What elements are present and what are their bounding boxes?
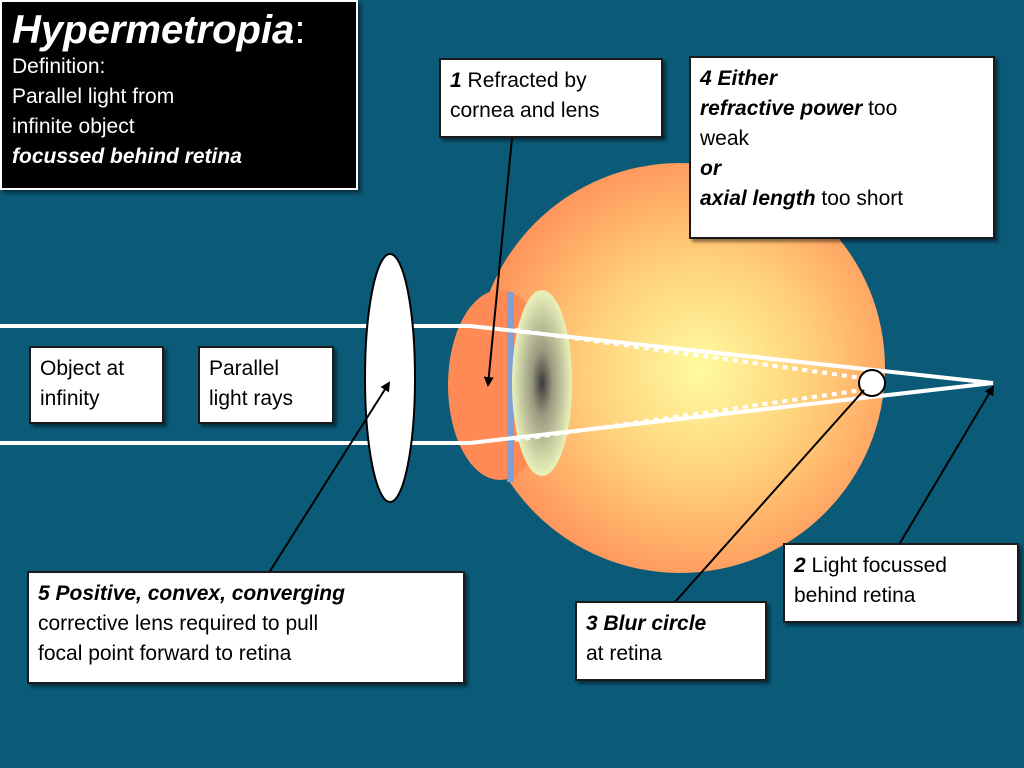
label-5-line-3: focal point forward to retina — [38, 642, 292, 665]
definition-line-3: infinite object — [12, 115, 135, 138]
dotted-ray-top — [514, 328, 863, 380]
pointer-arrow-3 — [674, 389, 865, 603]
label-5-corrective-lens: 5 Positive, convex, converging correctiv… — [27, 571, 465, 684]
dotted-ray-bottom — [514, 388, 863, 442]
label-object-at-infinity: Object at infinity — [29, 346, 164, 424]
label-4-either: 4 Either refractive power too weak or ax… — [689, 56, 995, 239]
diagram-title: Hypermetropia — [12, 8, 295, 52]
label-5-title: 5 Positive, convex, converging — [38, 582, 345, 605]
parallel-line-1: Parallel — [209, 357, 280, 380]
label-1-text-1: Refracted by — [461, 69, 587, 92]
label-4-weak: weak — [700, 127, 750, 150]
object-line-2: infinity — [40, 387, 100, 410]
title-colon: : — [294, 8, 306, 52]
definition-label: Definition: — [12, 55, 106, 78]
label-3-text: at retina — [586, 642, 662, 665]
pointer-arrow-1 — [483, 137, 513, 387]
definition-line-4: focussed behind retina — [12, 145, 242, 168]
crystalline-lens — [512, 290, 572, 476]
label-4-or: or — [700, 157, 721, 180]
label-5-line-2: corrective lens required to pull — [38, 612, 319, 635]
definition-line-2: Parallel light from — [12, 85, 175, 108]
label-2-text-1: Light focussed — [805, 554, 947, 577]
label-2-text-2: behind retina — [794, 584, 916, 607]
label-parallel-light-rays: Parallel light rays — [198, 346, 334, 424]
label-1-text-2: cornea and lens — [450, 99, 600, 122]
blur-circle — [858, 369, 886, 397]
pointer-arrow-2 — [899, 385, 995, 544]
label-4-too: too — [862, 97, 898, 120]
eyeball — [475, 163, 885, 573]
definition-box: Hypermetropia: Definition: Parallel ligh… — [0, 0, 358, 190]
pointer-arrow-5 — [269, 381, 391, 572]
label-4-refractive-power: refractive power — [700, 97, 863, 120]
label-3-blur-circle: 3 Blur circle at retina — [575, 601, 767, 681]
iris-edge — [507, 292, 514, 482]
label-4-axial-length: axial length — [700, 187, 816, 210]
label-1-refracted: 1 Refracted by cornea and lens — [439, 58, 663, 138]
label-4-heading: 4 Either — [700, 67, 778, 90]
label-4-too-short: too short — [815, 187, 904, 210]
label-2-number: 2 — [794, 554, 806, 577]
object-line-1: Object at — [40, 357, 125, 380]
label-1-number: 1 — [450, 69, 462, 92]
corrective-lens — [364, 253, 416, 503]
label-2-behind-retina: 2 Light focussed behind retina — [783, 543, 1019, 623]
label-3-title: 3 Blur circle — [586, 612, 707, 635]
parallel-line-2: light rays — [209, 387, 294, 410]
